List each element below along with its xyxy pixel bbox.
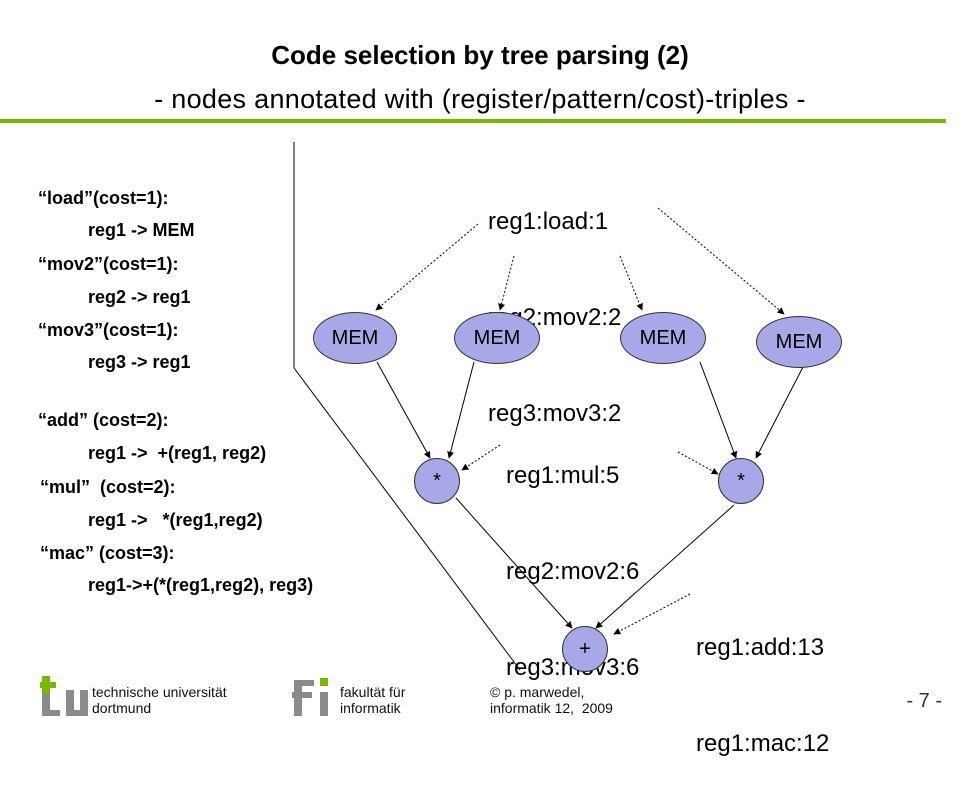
footer: technische universität dortmund fakultät… <box>0 672 960 720</box>
edge-mem1-mul1 <box>376 361 431 459</box>
edge-mul2-add <box>595 504 735 629</box>
node-mem-1: MEM <box>313 312 397 364</box>
pointer-mul2 <box>677 451 719 475</box>
edge-mul1-add <box>455 497 573 629</box>
slide-subtitle: - nodes annotated with (register/pattern… <box>154 84 806 114</box>
tree-edges <box>293 142 804 671</box>
footer-faculty: fakultät für informatik <box>340 684 406 716</box>
annotation-mul-line-1: reg1:mul:5 <box>506 462 620 489</box>
node-mul-1: * <box>414 458 460 504</box>
node-mem-3: MEM <box>620 312 706 364</box>
rule-mac-body: reg1->+(*(reg1,reg2), reg3) <box>88 575 314 595</box>
rule-add-body: reg1 -> +(reg1, reg2) <box>88 443 267 463</box>
rule-mov2-body: reg2 -> reg1 <box>88 287 191 307</box>
rule-add-header: “add” (cost=2): <box>38 410 169 430</box>
pointer-mem2 <box>498 255 515 311</box>
fi-logo <box>292 678 328 716</box>
rule-mov3-body: reg3 -> reg1 <box>88 352 191 372</box>
slide-title: Code selection by tree parsing (2) <box>271 40 689 70</box>
tu-logo <box>40 676 88 716</box>
pointer-mem3 <box>619 255 643 311</box>
edge-mem2-mul1 <box>447 361 475 459</box>
annotation-add-line-2: reg1:mac:12 <box>696 730 830 757</box>
footer-author: © p. marwedel, informatik 12, 2009 <box>490 684 613 716</box>
node-mem-2: MEM <box>454 312 540 364</box>
rule-load-body: reg1 -> MEM <box>88 220 195 240</box>
pointer-mul1 <box>461 444 501 471</box>
pointer-mem4 <box>657 207 785 315</box>
rule-mac-header: “mac” (cost=3): <box>40 543 175 563</box>
rule-mul-body: reg1 -> *(reg1,reg2) <box>88 510 263 530</box>
rule-mov3-header: “mov3”(cost=1): <box>38 320 179 340</box>
rule-mul-header: “mul” (cost=2): <box>40 477 176 497</box>
rule-load-header: “load”(cost=1): <box>38 188 169 208</box>
annotation-add-line-1: reg1:add:13 <box>696 634 825 661</box>
rule-mov2-header: “mov2”(cost=1): <box>38 254 179 274</box>
pointer-mem1 <box>375 223 479 311</box>
edge-mem3-mul2 <box>699 361 738 459</box>
divider-diagonal <box>293 367 521 671</box>
footer-university: technische universität dortmund <box>92 684 227 716</box>
annotation-mem-line-3: reg3:mov3:2 <box>488 400 622 427</box>
edge-mem4-mul2 <box>755 366 804 459</box>
node-add: + <box>562 626 608 672</box>
node-mul-2: * <box>718 458 764 504</box>
annotation-mem-line-1: reg1:load:1 <box>488 208 609 235</box>
page-number: - 7 - <box>906 690 942 712</box>
annotation-mul-line-2: reg2:mov2:6 <box>506 558 640 585</box>
node-mem-4: MEM <box>756 316 842 368</box>
title-rule <box>0 119 946 123</box>
